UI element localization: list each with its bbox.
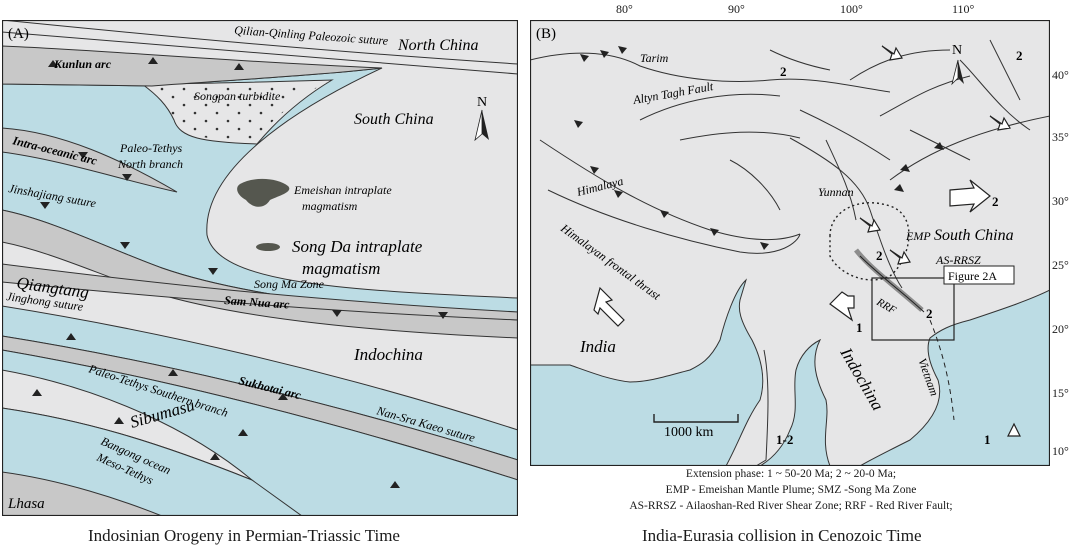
north-label-b: N — [952, 43, 962, 58]
songda-label-1: Song Da intraplate — [292, 237, 423, 256]
longitude-ticks: 80° 90° 100° 110° — [530, 2, 1050, 18]
lat-tick: 30° — [1052, 194, 1069, 208]
extension-number-1: 1 — [856, 320, 863, 335]
eurasia-land — [530, 20, 1050, 466]
extension-number-2e: 2 — [1016, 48, 1023, 63]
songda-magmatism-blob — [256, 243, 280, 251]
scale-bar — [653, 414, 739, 423]
south-china-label-a: South China — [354, 111, 434, 128]
emp-label: EMP — [905, 229, 931, 243]
extension-number-2b: 2 — [926, 306, 933, 321]
panel-a-map: N (A) North China Qilian-Qinling Paleozo… — [2, 20, 518, 516]
panel-b-legend: Extension phase: 1 ~ 50-20 Ma; 2 ~ 20-0 … — [532, 466, 1050, 514]
south-china-arrow — [949, 179, 991, 213]
kunlun-arc-label: Kunlun arc — [53, 57, 112, 71]
north-arrow-icon-b — [951, 59, 964, 86]
panel-b-map: N (B) Tarim Altyn Tagh Fault Himalaya Hi… — [530, 20, 1050, 466]
emeishan-label-2: magmatism — [302, 199, 358, 213]
lon-tick: 90° — [728, 2, 745, 16]
india-label: India — [579, 337, 616, 356]
north-arrow-icon — [474, 109, 489, 142]
extension-number-2a: 2 — [876, 248, 883, 263]
extension-number-2c: 2 — [992, 194, 999, 209]
legend-line: Extension phase: 1 ~ 50-20 Ma; 2 ~ 20-0 … — [685, 468, 897, 480]
lat-tick: 10° — [1052, 444, 1069, 458]
emeishan-magmatism-blob — [237, 178, 290, 207]
songda-label-2: magmatism — [302, 259, 380, 278]
lon-tick: 80° — [616, 2, 633, 16]
lon-tick: 100° — [840, 2, 863, 16]
song-ma-label: Song Ma Zone — [254, 277, 325, 291]
tarim-label: Tarim — [640, 51, 669, 65]
panel-b-tag: (B) — [536, 26, 556, 42]
latitude-ticks: 40° 35° 30° 25° 20° 15° 10° — [1052, 20, 1072, 466]
north-china-label: North China — [397, 37, 478, 54]
indochina-label-a: Indochina — [353, 345, 423, 364]
paleo-tethys-north-label-1: Paleo-Tethys — [119, 141, 183, 155]
legend-line: EMP - Emeishan Mantle Plume; SMZ -Song M… — [665, 484, 917, 496]
extension-number-1b: 1 — [984, 432, 991, 447]
panel-a-caption: Indosinian Orogeny in Permian-Triassic T… — [88, 526, 400, 545]
lon-tick: 110° — [952, 2, 975, 16]
indochina-extension-arrow-1 — [829, 291, 855, 322]
scale-label: 1000 km — [664, 425, 714, 440]
lat-tick: 35° — [1052, 130, 1069, 144]
lat-tick: 25° — [1052, 258, 1069, 272]
legend-line: AS-RRSZ - Ailaoshan-Red River Shear Zone… — [629, 500, 953, 512]
figure-2a-box — [871, 277, 955, 341]
india-motion-arrow — [593, 286, 625, 327]
yunnan-label: Yunnan — [818, 185, 854, 199]
songpan-label: Songpan turbidite — [194, 89, 281, 103]
emeishan-label-1: Emeishan intraplate — [293, 183, 392, 197]
lat-tick: 40° — [1052, 68, 1069, 82]
lat-tick: 15° — [1052, 386, 1069, 400]
lhasa-label: Lhasa — [7, 496, 45, 512]
panel-a-tag: (A) — [8, 26, 29, 42]
paleo-tethys-north-label-2: North branch — [117, 157, 183, 171]
intra-oceanic-arc-belt — [2, 127, 178, 193]
extension-number-2d: 2 — [780, 64, 787, 79]
lat-tick: 20° — [1052, 322, 1069, 336]
kunlun-arc-belt — [2, 45, 383, 87]
sam-nua-label: Sam Nua arc — [224, 293, 291, 312]
north-label: N — [477, 95, 487, 110]
south-china-label-b: South China — [934, 227, 1014, 244]
extension-number-12: 1-2 — [776, 432, 793, 447]
as-rrsz-label: AS-RRSZ — [935, 253, 981, 267]
figure-2a-label: Figure 2A — [948, 269, 997, 283]
panel-b-caption: India-Eurasia collision in Cenozoic Time — [642, 526, 922, 545]
